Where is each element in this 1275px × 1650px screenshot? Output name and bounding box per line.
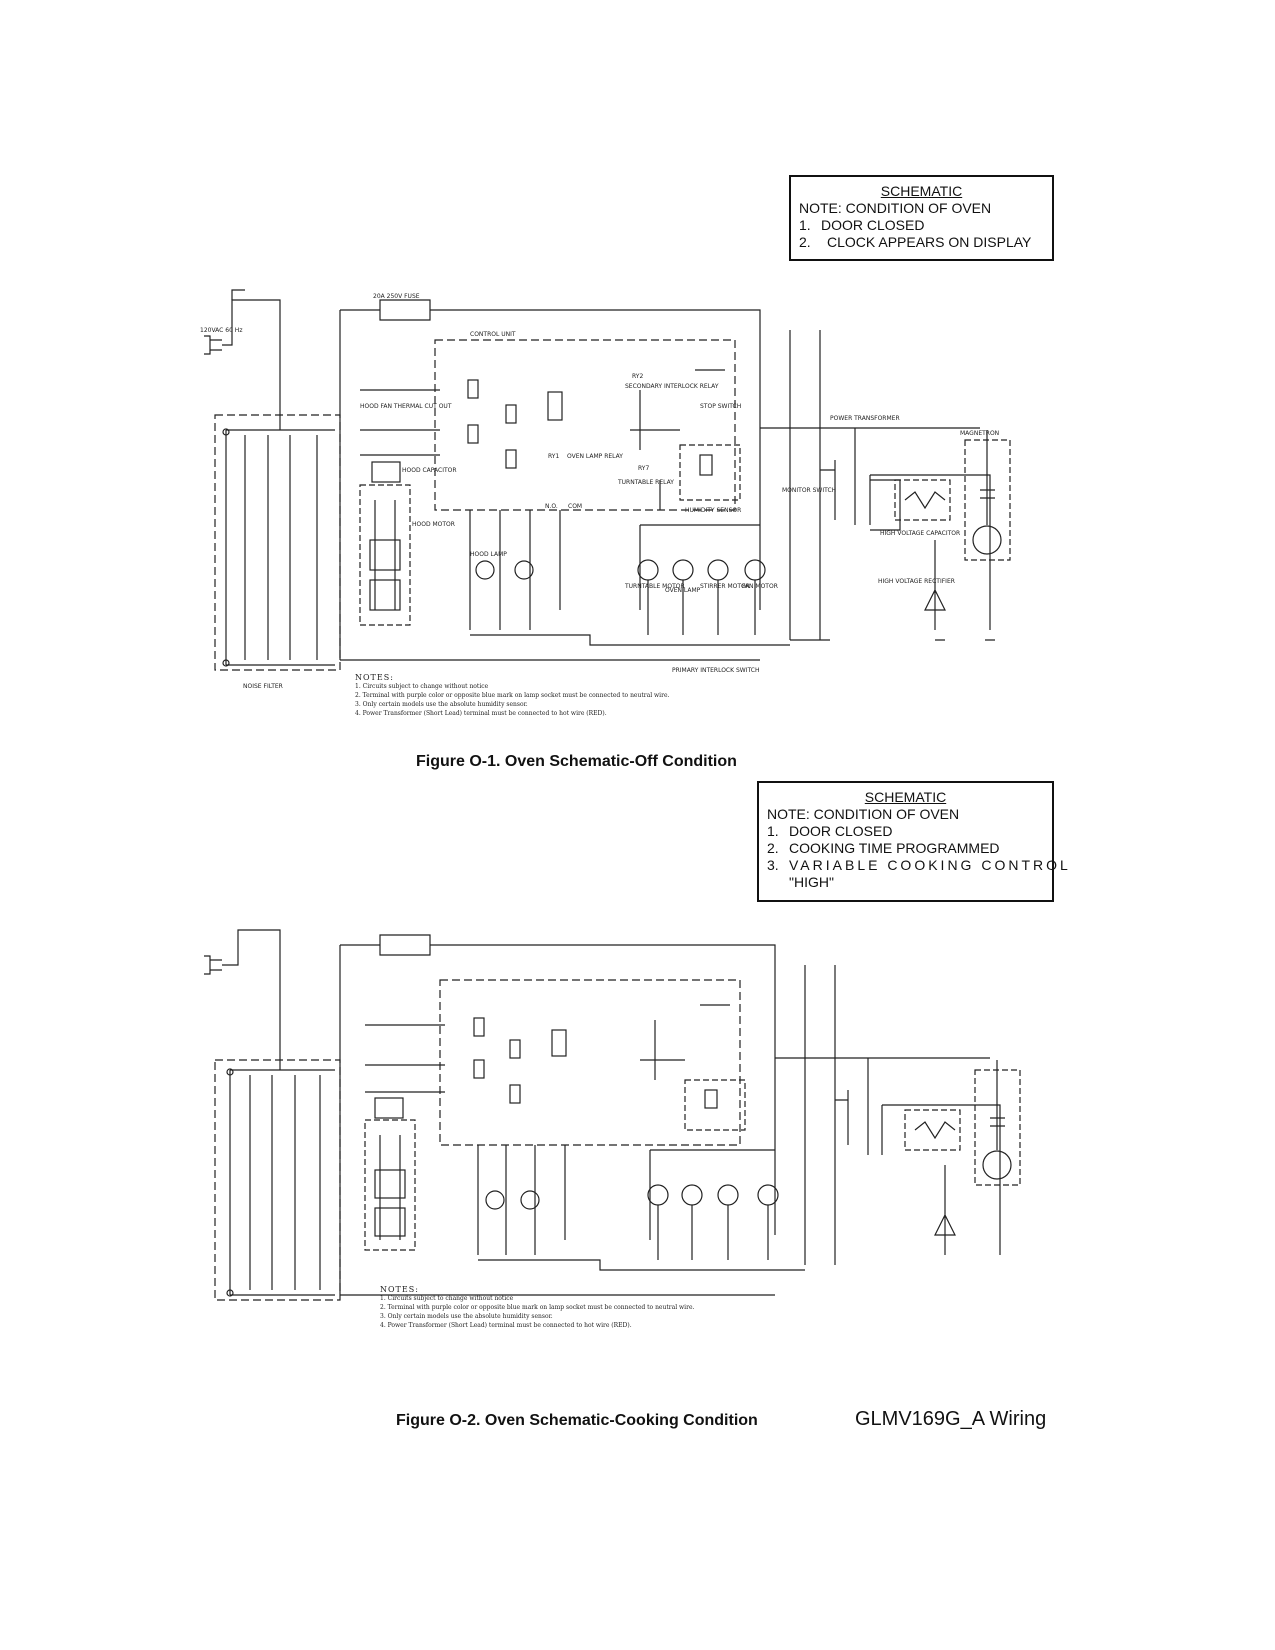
label-thermal-cutout: HOOD FAN THERMAL CUT OUT	[360, 403, 452, 410]
label-turntable-motor: TURNTABLE MOTOR	[624, 583, 685, 590]
notes-heading: NOTES:	[355, 673, 394, 682]
label-hv-capacitor: HIGH VOLTAGE CAPACITOR	[880, 530, 960, 537]
note-line: 2. Terminal with purple color or opposit…	[380, 1304, 695, 1311]
model-wiring-label: GLMV169G_A Wiring	[855, 1408, 1047, 1430]
notes-heading: NOTES:	[380, 1285, 419, 1294]
note-box-note: NOTE: CONDITION OF OVEN	[767, 806, 960, 822]
label-secondary-relay: SECONDARY INTERLOCK RELAY	[625, 383, 719, 390]
label-no: N.O.	[545, 503, 558, 510]
label-monitor-switch: MONITOR SWITCH	[782, 487, 836, 494]
note-item: 1.DOOR CLOSED	[799, 217, 925, 233]
note-line: 3. Only certain models use the absolute …	[380, 1313, 553, 1320]
label-magnetron: MAGNETRON	[960, 430, 999, 437]
label-stirrer-motor: STIRRER MOTOR	[700, 583, 750, 590]
note-line: 1. Circuits subject to change without no…	[380, 1295, 514, 1302]
label-fuse: 20A 250V FUSE	[373, 293, 420, 300]
label-power-transformer: POWER TRANSFORMER	[830, 415, 900, 422]
note-line: 4. Power Transformer (Short Lead) termin…	[380, 1322, 632, 1329]
note-line: 4. Power Transformer (Short Lead) termin…	[355, 710, 607, 717]
note-line: 1. Circuits subject to change without no…	[355, 683, 489, 690]
label-control-unit: CONTROL UNIT	[470, 331, 516, 338]
schematic-cooking-notes: NOTES: 1. Circuits subject to change wit…	[380, 1285, 780, 1330]
note-line: 3. Only certain models use the absolute …	[355, 701, 528, 708]
schematic-off-note-box: SCHEMATIC NOTE: CONDITION OF OVEN 1.DOOR…	[789, 175, 1054, 261]
label-oven-lamp-relay: OVEN LAMP RELAY	[567, 453, 623, 460]
note-item: 3.VARIABLE COOKING CONTROL	[767, 857, 1071, 873]
schematic-off-notes: NOTES: 1. Circuits subject to change wit…	[355, 673, 755, 718]
note-item: 1.DOOR CLOSED	[767, 823, 893, 839]
label-ry1: RY1	[548, 453, 559, 460]
note-box-title: SCHEMATIC	[864, 789, 947, 805]
label-hv-rectifier: HIGH VOLTAGE RECTIFIER	[878, 578, 955, 585]
label-turntable-relay: TURNTABLE RELAY	[617, 479, 674, 486]
figure-caption-cooking: Figure O-2. Oven Schematic-Cooking Condi…	[396, 1412, 758, 1429]
label-com: COM	[568, 503, 582, 510]
label-fan-motor: FAN MOTOR	[742, 583, 778, 590]
label-primary-interlock: PRIMARY INTERLOCK SWITCH	[672, 667, 760, 674]
label-hood-lamp: HOOD LAMP	[470, 551, 507, 558]
label-power-supply: 120VAC 60 Hz	[200, 327, 242, 334]
label-noise-filter: NOISE FILTER	[243, 683, 283, 690]
figure-caption-off: Figure O-1. Oven Schematic-Off Condition	[416, 753, 737, 770]
label-hood-motor: HOOD MOTOR	[412, 521, 455, 528]
label-humidity-sensor: HUMIDITY SENSOR	[685, 507, 741, 514]
label-ry7: RY7	[638, 465, 649, 472]
schematic-off-diagram: 120VAC 60 Hz NOISE FILTER CONTROL UNIT 2…	[200, 289, 1011, 690]
schematic-cooking-diagram	[204, 929, 1021, 1301]
note-item: 2.COOKING TIME PROGRAMMED	[767, 840, 1000, 856]
label-hood-capacitor: HOOD CAPACITOR	[402, 467, 457, 474]
schematic-cooking-note-box: SCHEMATIC NOTE: CONDITION OF OVEN 1.DOOR…	[757, 781, 1071, 902]
label-ry2: RY2	[632, 373, 643, 380]
label-oven-lamp: OVEN LAMP	[665, 587, 701, 594]
note-box-note: NOTE: CONDITION OF OVEN	[799, 200, 992, 216]
note-item-cont: "HIGH"	[789, 874, 834, 890]
note-line: 2. Terminal with purple color or opposit…	[355, 692, 670, 699]
label-stop-switch: STOP SWITCH	[700, 403, 741, 410]
note-item: 2.CLOCK APPEARS ON DISPLAY	[799, 234, 1032, 250]
note-box-title: SCHEMATIC	[880, 183, 963, 199]
